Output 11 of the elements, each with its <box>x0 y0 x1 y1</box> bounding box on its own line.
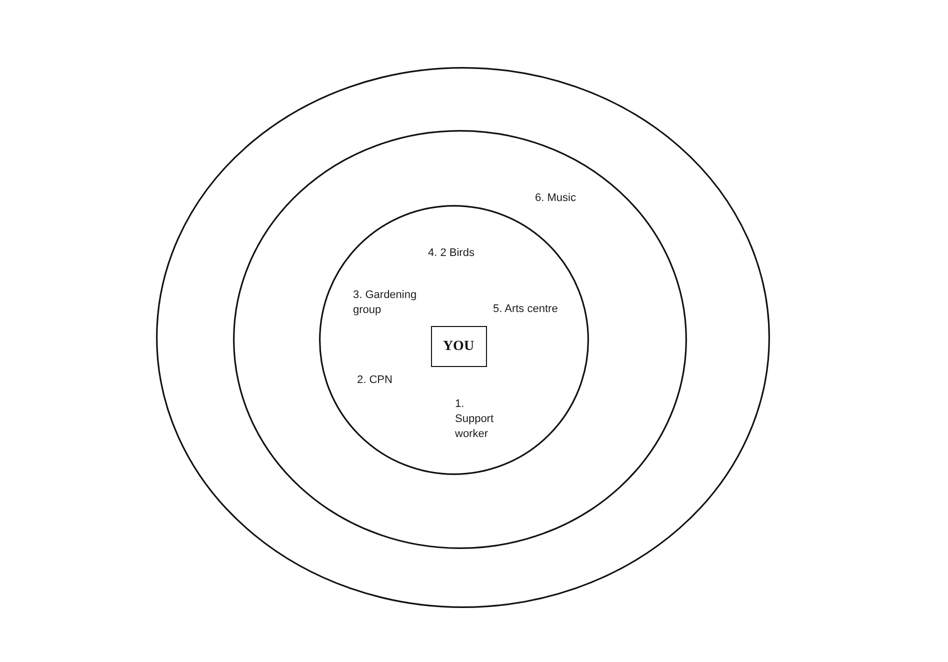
inner-ring <box>318 205 588 475</box>
outer-ring <box>156 67 770 608</box>
text-label: 2. CPN <box>357 373 392 388</box>
text-label: 3. Gardening group <box>353 288 418 318</box>
middle-ring <box>233 130 687 549</box>
text-label: 6. Music <box>535 191 576 206</box>
text-label: 4. 2 Birds <box>428 246 474 261</box>
box-label: YOU <box>442 338 474 354</box>
text-label: 5. Arts centre <box>493 302 558 317</box>
text-label: 1. Support worker <box>455 397 495 442</box>
center-box <box>430 326 486 367</box>
